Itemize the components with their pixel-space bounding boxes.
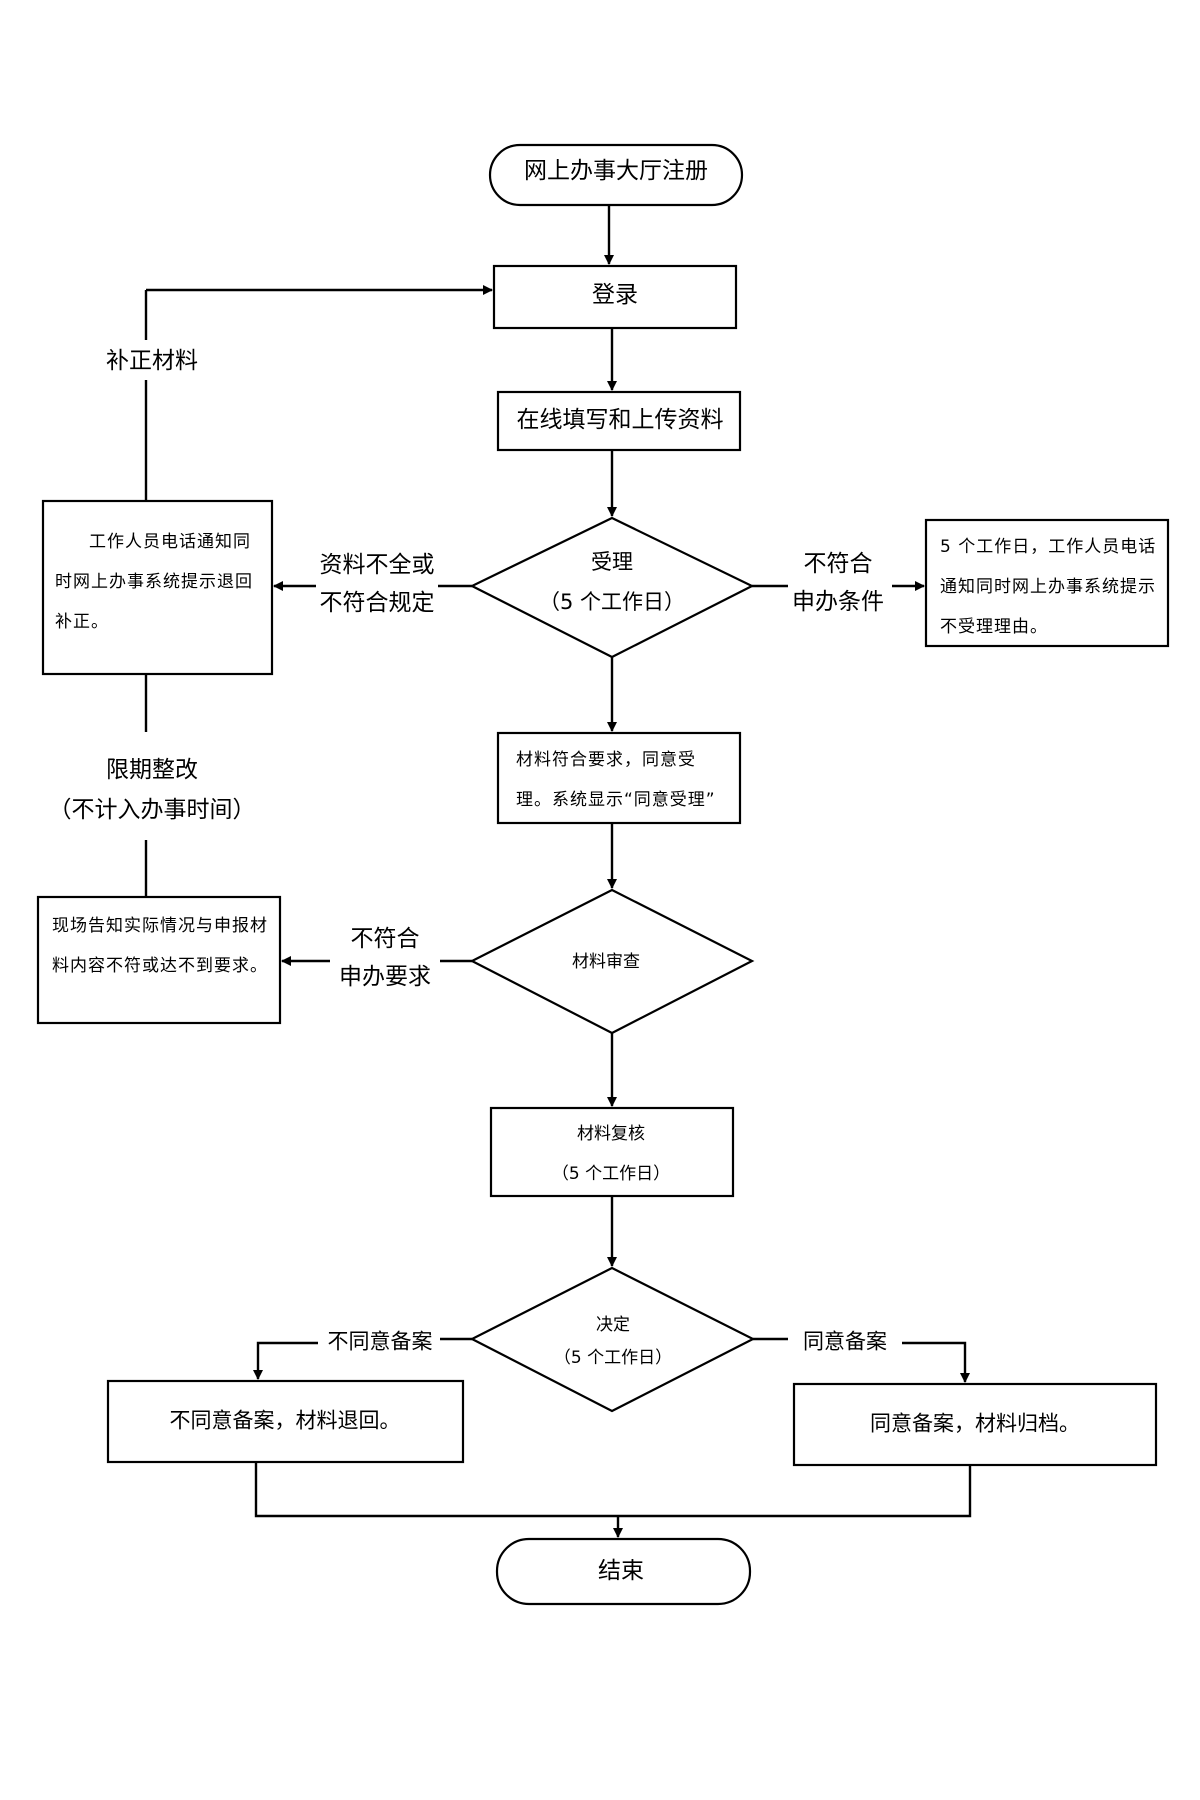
review-label: 材料审查	[572, 951, 640, 972]
not-meet-label-line1: 不符合	[350, 926, 420, 952]
decide-diamond	[469, 1266, 756, 1413]
start-terminal	[488, 143, 744, 207]
reject-notice-label: 5 个工作日，工作人员电话通知同时网上办事系统提示不受理理由。	[940, 537, 1157, 637]
return-notice-label: 工作人员电话通知同时网上办事系统提示退回补正。	[55, 532, 253, 632]
return-notice-box	[41, 499, 274, 676]
start-label: 网上办事大厅注册	[524, 158, 708, 185]
accept-label-line2: （5 个工作日）	[538, 590, 686, 614]
incomplete-label: 资料不全或 不符合规定	[320, 546, 435, 622]
end-label: 结束	[598, 1558, 644, 1585]
not-meet-label-line2: 申办要求	[339, 964, 431, 990]
deadline-label: 限期整改 （不计入办事时间）	[49, 750, 256, 830]
not-eligible-label: 不符合 申办条件	[792, 545, 884, 621]
not-meet-label: 不符合 申办要求	[339, 920, 431, 996]
not-eligible-label-line1: 不符合	[803, 551, 873, 577]
onsite-notice-label: 现场告知实际情况与申报材料内容不符或达不到要求。	[52, 916, 268, 976]
fill-upload-box	[496, 390, 742, 452]
deadline-label-line2: （不计入办事时间）	[48, 797, 256, 823]
login-label: 登录	[592, 282, 638, 309]
arrow-to-approve-record-2	[902, 1341, 970, 1383]
approve-record-box	[792, 1382, 1158, 1467]
recheck-label: 材料复核 （5 个工作日）	[552, 1114, 670, 1194]
recheck-box	[489, 1106, 735, 1198]
accept-ok-label: 材料符合要求，同意受理。系统显示“同意受理”	[516, 750, 716, 810]
arrow-to-reject-record-2	[253, 1341, 318, 1380]
agree-label: 同意备案	[803, 1329, 887, 1354]
recheck-label-line1: 材料复核	[576, 1124, 645, 1144]
merge-left	[254, 1462, 972, 1518]
login-box	[492, 264, 738, 330]
approve-record-label: 同意备案，材料归档。	[870, 1411, 1080, 1436]
incomplete-label-line2: 不符合规定	[319, 590, 435, 616]
reject-notice-box	[924, 518, 1170, 648]
end-terminal	[495, 1537, 752, 1606]
decide-label-line1: 决定	[595, 1315, 630, 1335]
deadline-label-line1: 限期整改	[106, 757, 198, 783]
reject-record-label: 不同意备案，材料退回。	[169, 1408, 401, 1433]
supplement-label: 补正材料	[106, 348, 198, 375]
incomplete-label-line1: 资料不全或	[319, 552, 435, 578]
fill-upload-label: 在线填写和上传资料	[516, 407, 724, 434]
recheck-label-line2: （5 个工作日）	[551, 1164, 671, 1184]
accept-label-line1: 受理	[590, 550, 633, 574]
accept-ok-box	[496, 731, 742, 825]
onsite-notice-box	[36, 895, 282, 1025]
decide-label: 决定 （5 个工作日）	[554, 1309, 672, 1375]
disagree-label: 不同意备案	[327, 1329, 433, 1354]
not-eligible-label-line2: 申办条件	[792, 589, 884, 615]
reject-record-box	[106, 1379, 465, 1464]
accept-label: 受理 （5 个工作日）	[539, 542, 685, 622]
decide-label-line2: （5 个工作日）	[553, 1348, 673, 1368]
